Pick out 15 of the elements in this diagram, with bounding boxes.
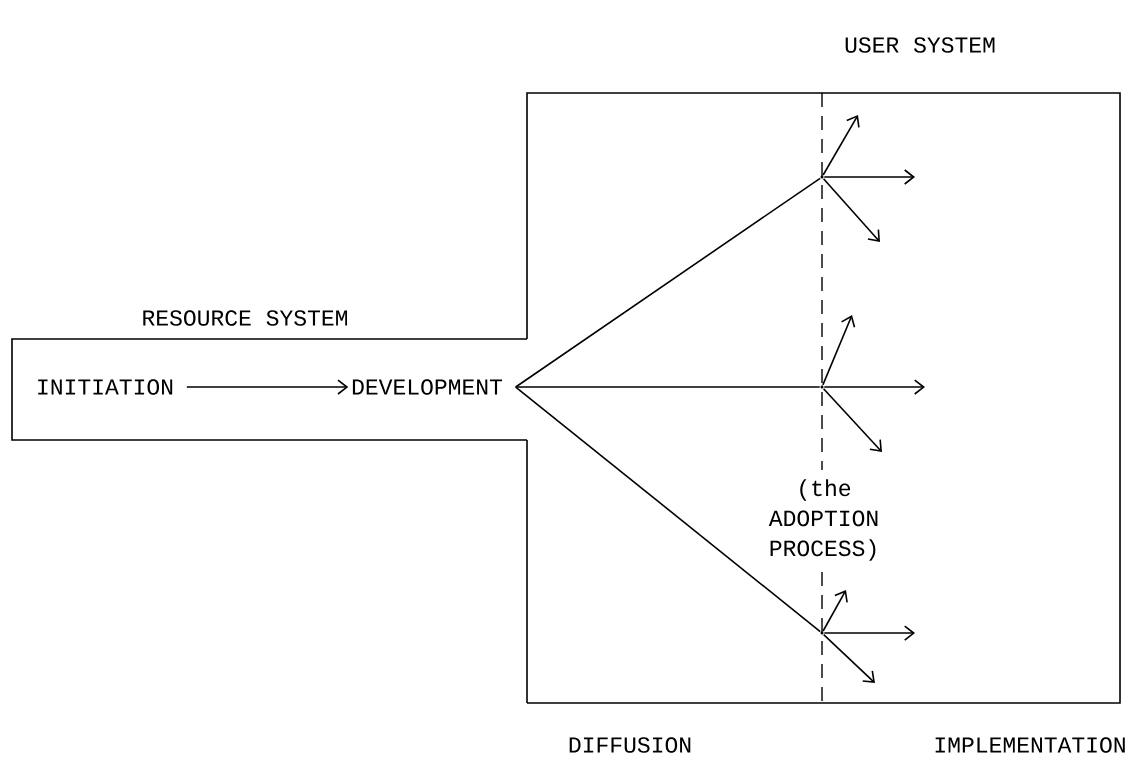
arrow — [823, 169, 915, 185]
stage-label: INITIATION — [38, 379, 173, 395]
arrow — [822, 177, 880, 242]
process-note: (the ADOPTION PROCESS) — [768, 479, 878, 561]
stage-label: DEVELOPMENT — [352, 379, 503, 395]
arrow — [823, 625, 915, 641]
phase-label: IMPLEMENTATION — [935, 737, 1125, 753]
arrow — [823, 379, 925, 395]
arrow — [822, 590, 848, 632]
arrow — [822, 115, 860, 176]
arrow — [822, 633, 875, 683]
arrow — [822, 387, 882, 452]
arrow — [822, 315, 856, 386]
phase-label: DIFFUSION — [569, 737, 691, 753]
arrow — [186, 379, 349, 395]
